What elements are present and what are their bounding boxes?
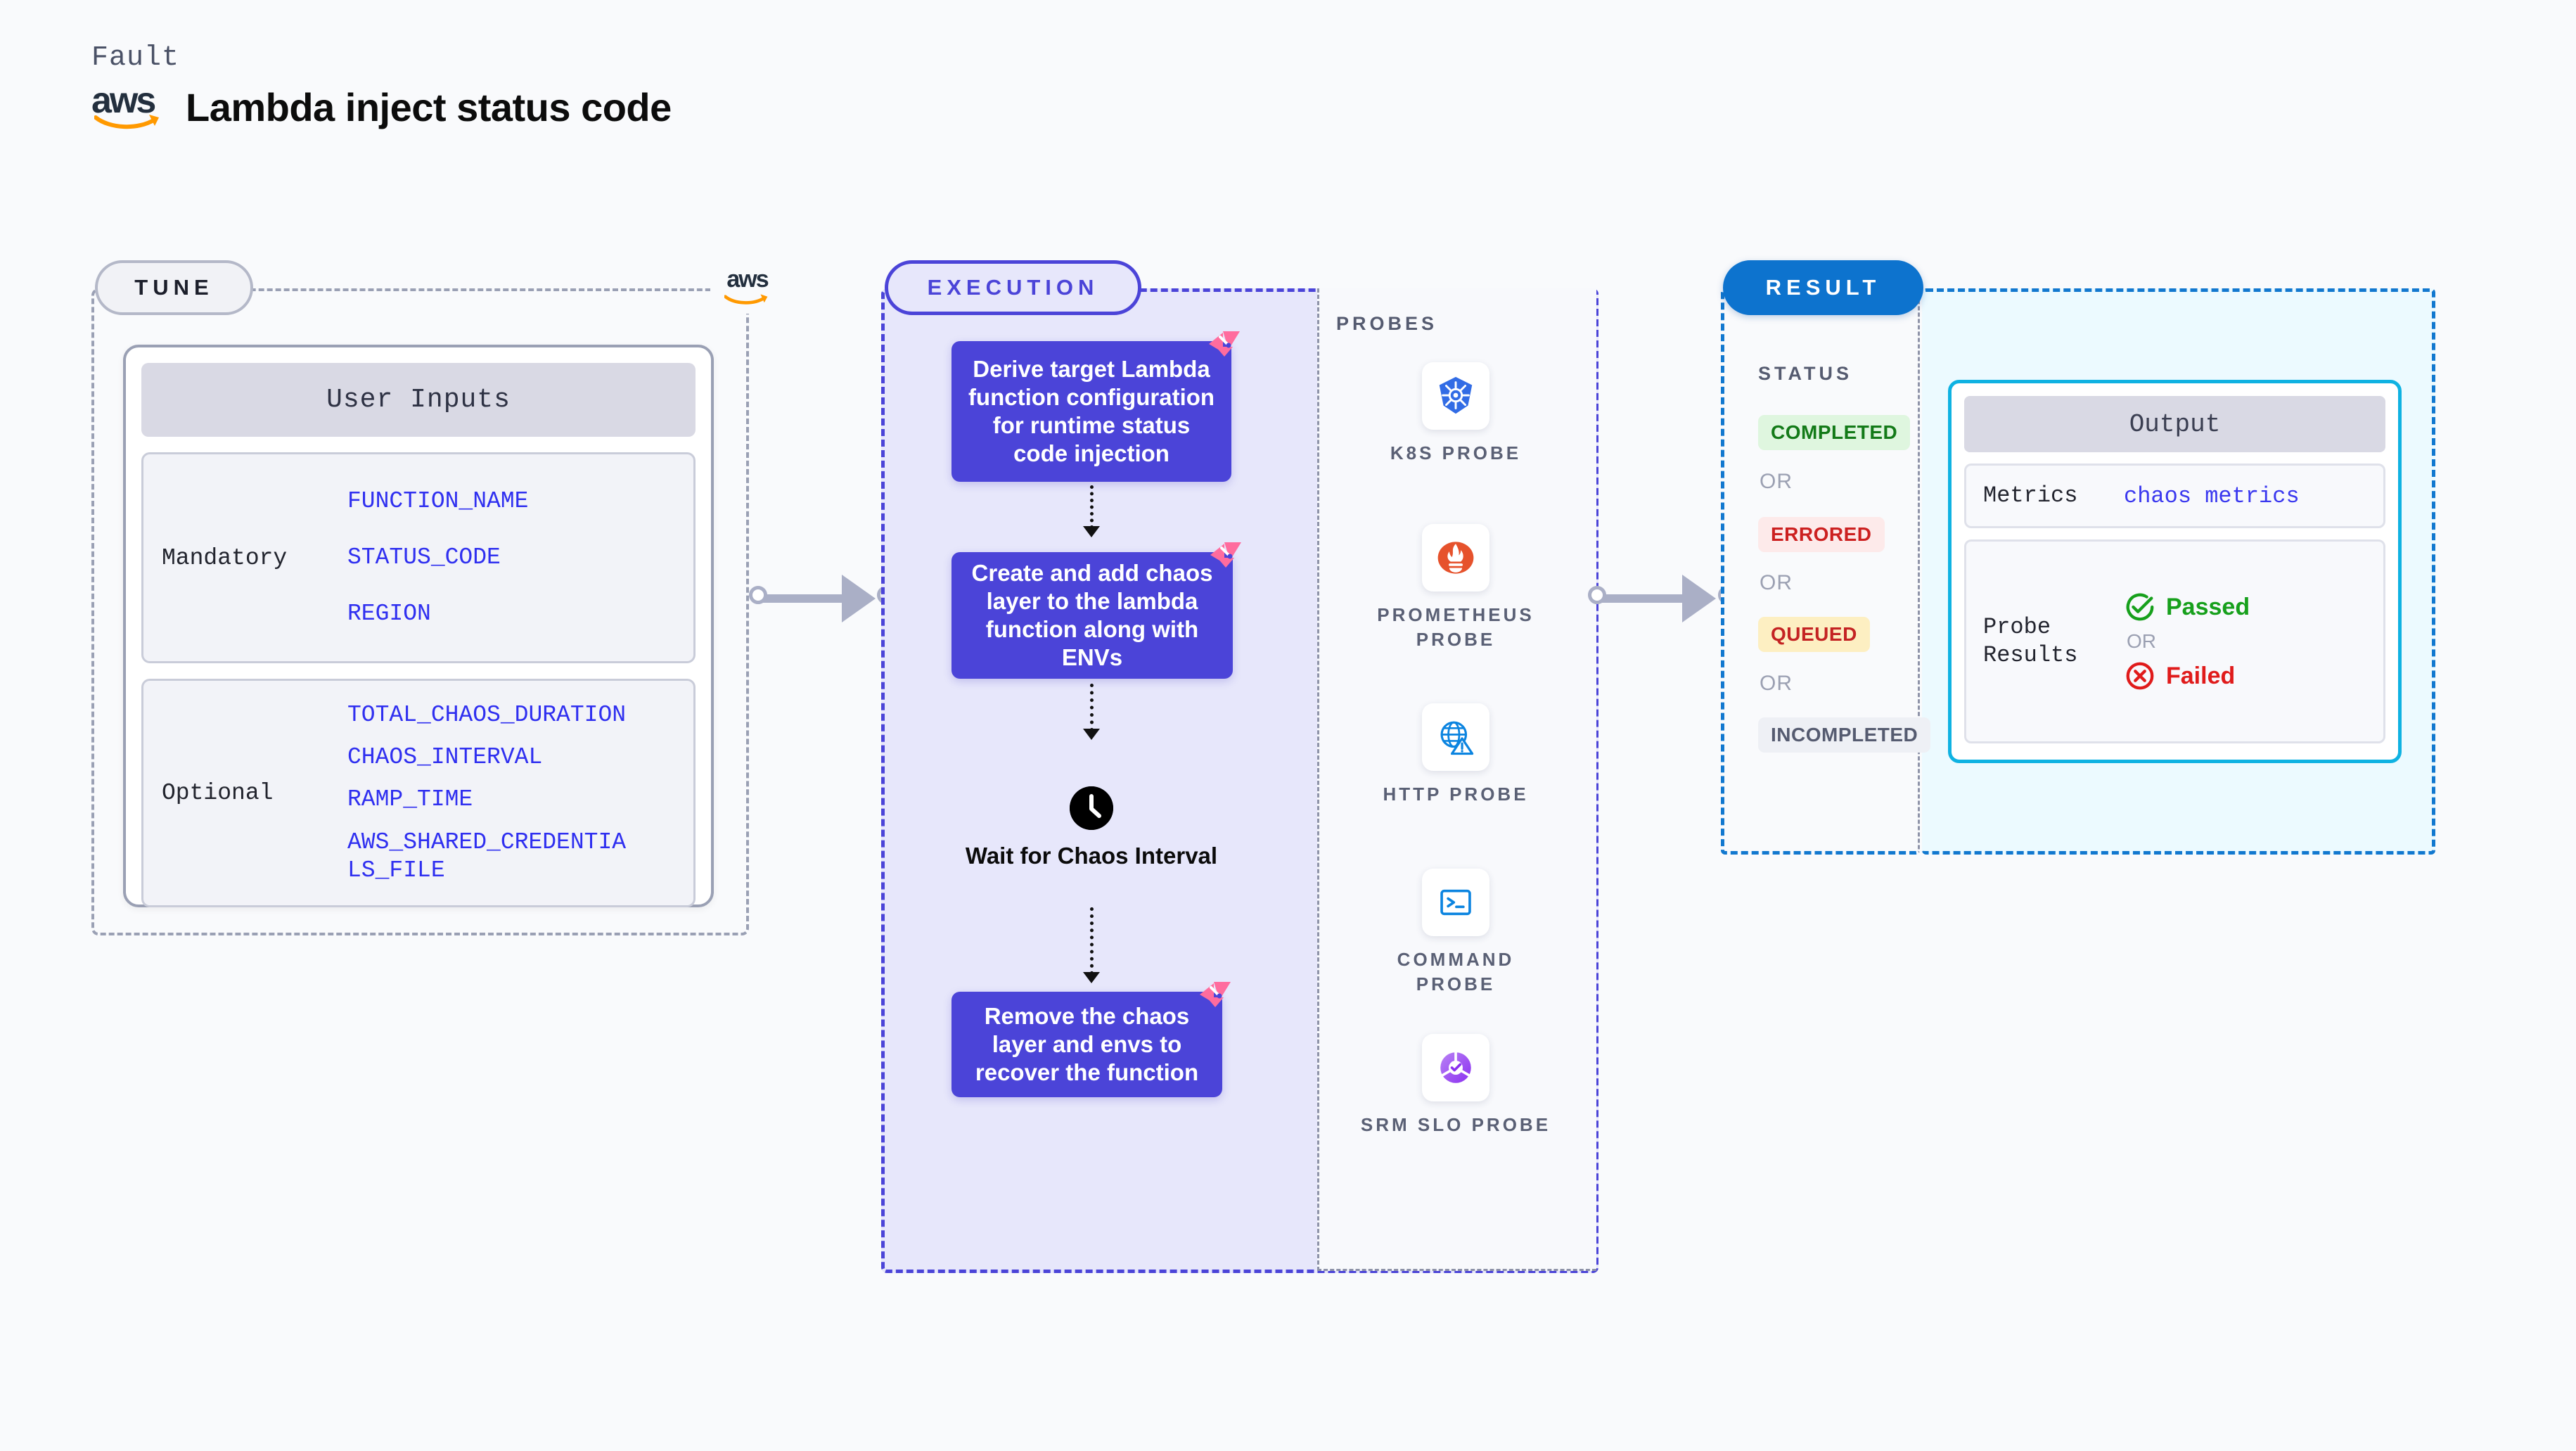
failed-label: Failed	[2166, 662, 2236, 689]
execution-pill: EXECUTION	[885, 260, 1141, 315]
probe-item-srm-slo[interactable]: SRM SLO PROBE	[1357, 1034, 1554, 1137]
or-label-2: OR	[1760, 571, 1793, 594]
status-badge-errored: ERRORED	[1758, 517, 1885, 552]
input-total-chaos-duration: TOTAL_CHAOS_DURATION	[347, 701, 627, 728]
execution-step-3-label: Remove the chaos layer and envs to recov…	[975, 1002, 1199, 1086]
or-label-1: OR	[1760, 470, 1793, 493]
metrics-value: chaos metrics	[2124, 482, 2300, 509]
probe-label-command: COMMAND PROBE	[1397, 949, 1515, 995]
metrics-key: Metrics	[1983, 482, 2078, 509]
wait-for-chaos-interval-label: Wait for Chaos Interval	[965, 843, 1218, 869]
aws-smile-icon	[724, 294, 767, 305]
optional-inputs-group: Optional TOTAL_CHAOS_DURATION CHAOS_INTE…	[141, 679, 696, 907]
probe-label-srm-slo: SRM SLO PROBE	[1360, 1114, 1551, 1135]
input-function-name: FUNCTION_NAME	[347, 487, 529, 514]
status-title: STATUS	[1758, 363, 1852, 384]
status-badge-queued: QUEUED	[1758, 617, 1870, 652]
execution-step-3: Remove the chaos layer and envs to recov…	[951, 982, 1231, 1097]
prometheus-icon	[1422, 524, 1489, 592]
page-header: Fault aws Lambda inject status code	[91, 42, 672, 132]
passed-label: Passed	[2166, 593, 2250, 620]
input-status-code: STATUS_CODE	[347, 544, 501, 570]
status-badge-incompleted: INCOMPLETED	[1758, 717, 1931, 753]
metrics-row: Metrics chaos metrics	[1964, 464, 2385, 528]
fault-label: Fault	[91, 42, 180, 74]
probes-panel	[1317, 288, 1596, 1271]
check-circle-icon	[2126, 593, 2154, 621]
result-status-panel	[1721, 288, 1920, 855]
page-title: Lambda inject status code	[186, 84, 672, 129]
execution-step-2: Create and add chaos layer to the lambda…	[951, 542, 1241, 679]
flow-arrow-2	[1090, 684, 1096, 731]
flow-arrow-2-head	[1083, 729, 1100, 740]
user-inputs-card: User Inputs Mandatory FUNCTION_NAME STAT…	[123, 345, 714, 907]
probe-item-prometheus[interactable]: PROMETHEUS PROBE	[1357, 524, 1554, 652]
flow-arrow-1	[1090, 485, 1096, 529]
optional-label: Optional	[162, 780, 274, 806]
mandatory-inputs-group: Mandatory FUNCTION_NAME STATUS_CODE REGI…	[141, 452, 696, 663]
litmus-mark-icon	[1200, 982, 1231, 1007]
execution-step-1-label: Derive target Lambda function configurat…	[968, 355, 1215, 467]
tune-pill: TUNE	[95, 260, 253, 315]
http-globe-icon	[1422, 703, 1489, 771]
probe-label-prometheus: PROMETHEUS PROBE	[1377, 604, 1534, 651]
status-badge-completed: COMPLETED	[1758, 415, 1911, 450]
terminal-icon	[1422, 869, 1489, 936]
or-label-3: OR	[1760, 672, 1793, 695]
input-chaos-interval: CHAOS_INTERVAL	[347, 744, 543, 771]
clock-icon	[1070, 786, 1113, 830]
result-pill: RESULT	[1723, 260, 1923, 315]
input-region: REGION	[347, 601, 431, 627]
kubernetes-icon	[1422, 362, 1489, 430]
flow-arrow-3	[1090, 907, 1096, 975]
probe-item-command[interactable]: COMMAND PROBE	[1357, 869, 1554, 997]
probe-result-passed: Passed	[2124, 591, 2250, 623]
execution-step-1: Derive target Lambda function configurat…	[951, 331, 1240, 482]
mandatory-label: Mandatory	[162, 544, 288, 571]
probe-label-http: HTTP PROBE	[1383, 784, 1529, 805]
probe-label-k8s: K8S PROBE	[1390, 442, 1522, 464]
aws-smile-icon	[94, 115, 159, 129]
tune-panel	[91, 288, 749, 935]
probe-results-or-label: OR	[2127, 630, 2156, 652]
probes-title: PROBES	[1336, 313, 1438, 334]
x-circle-icon	[2126, 662, 2154, 690]
probe-result-failed: Failed	[2124, 660, 2250, 692]
execution-step-2-label: Create and add chaos layer to the lambda…	[971, 559, 1213, 671]
aws-logo-badge: aws	[710, 259, 784, 314]
probe-item-k8s[interactable]: K8S PROBE	[1357, 362, 1554, 466]
srm-slo-icon	[1422, 1034, 1489, 1101]
litmus-mark-icon	[1210, 542, 1241, 568]
aws-logo: aws	[91, 82, 169, 132]
flow-arrow-1-head	[1083, 526, 1100, 537]
probe-item-http[interactable]: HTTP PROBE	[1357, 703, 1554, 807]
user-inputs-title: User Inputs	[141, 363, 696, 437]
output-title: Output	[1964, 396, 2385, 452]
flow-arrow-3-head	[1083, 972, 1100, 983]
input-aws-shared-credentials-file: AWS_SHARED_CREDENTIALS_FILE	[347, 829, 627, 883]
litmus-mark-icon	[1209, 331, 1240, 357]
input-ramp-time: RAMP_TIME	[347, 786, 473, 813]
